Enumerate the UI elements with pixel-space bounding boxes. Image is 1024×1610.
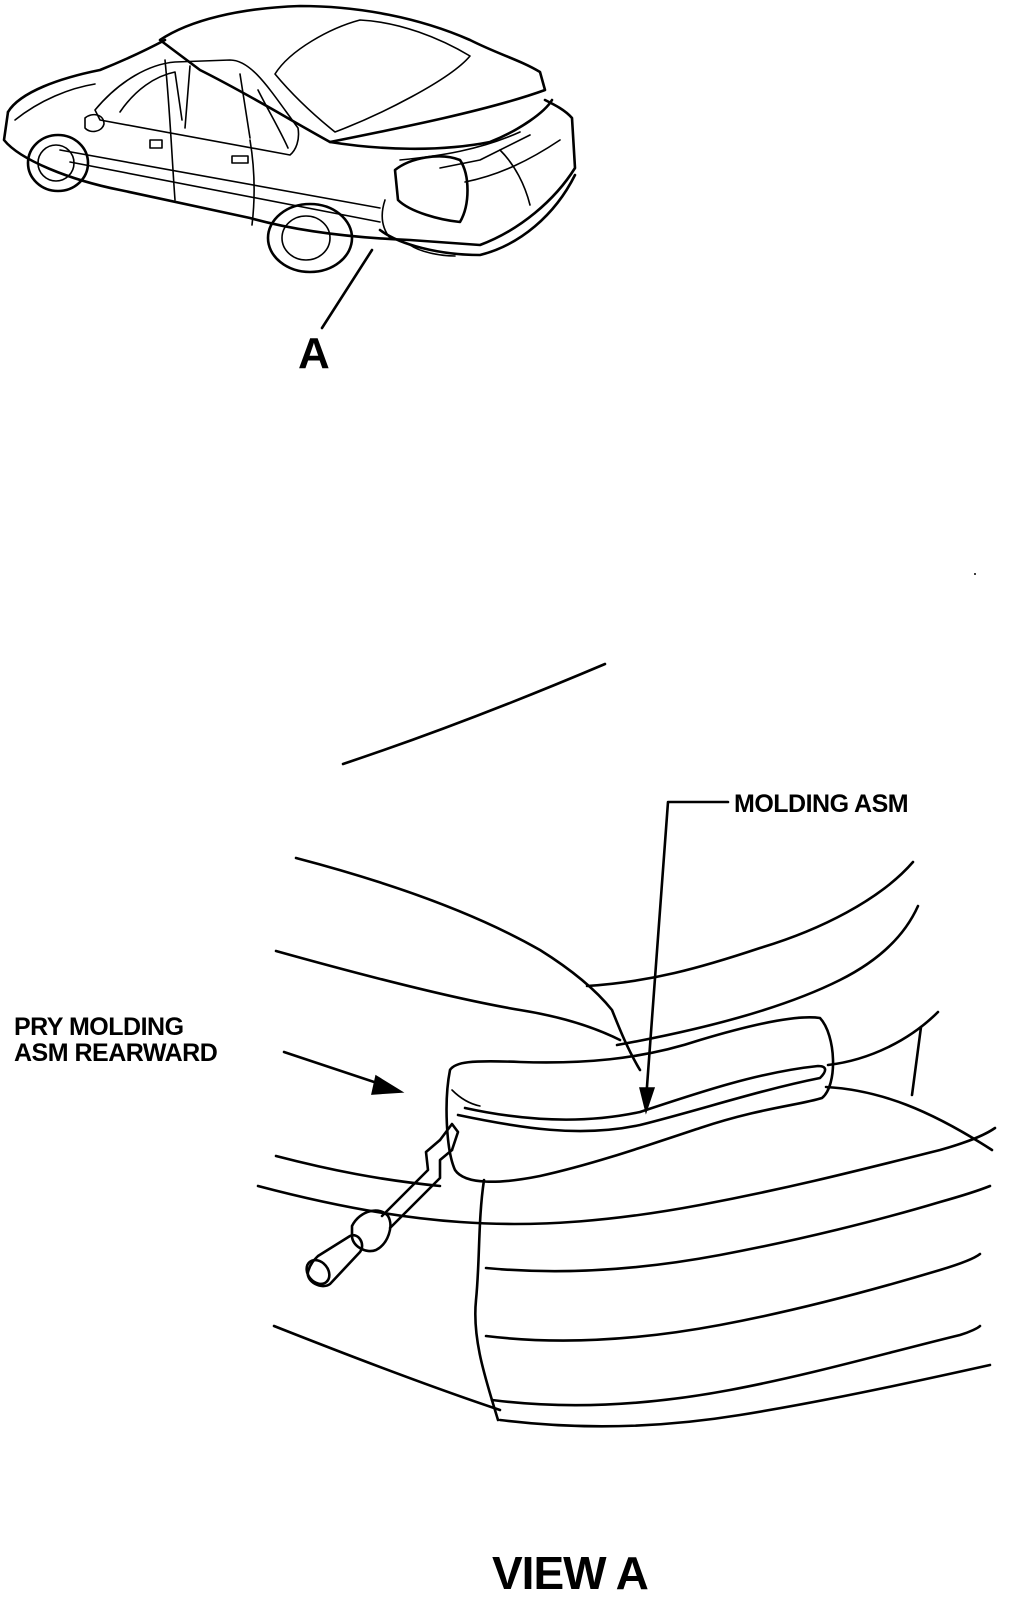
bumper-line-3 bbox=[484, 1184, 992, 1273]
bumper-line-5 bbox=[490, 1324, 982, 1407]
bumper-line-2 bbox=[256, 1126, 997, 1226]
pry-arrow-shaft bbox=[282, 1050, 388, 1088]
callout-a-label: A bbox=[298, 329, 330, 378]
quarter-line-1 bbox=[294, 856, 642, 1072]
callout-leader bbox=[320, 248, 374, 330]
car-overview bbox=[2, 4, 577, 330]
car-trunk bbox=[328, 98, 554, 151]
pry-instruction-label: PRY MOLDING ASM REARWARD bbox=[14, 1013, 218, 1067]
pry-arrowhead bbox=[371, 1074, 405, 1095]
car-side-windows bbox=[94, 59, 300, 156]
car-tail-lamp bbox=[393, 155, 469, 224]
molding-asm bbox=[445, 1016, 835, 1183]
car-roof bbox=[158, 4, 547, 144]
bumper-line-4 bbox=[484, 1252, 982, 1342]
quarter-line-5 bbox=[826, 1010, 940, 1067]
molding-asm-label: MOLDING ASM bbox=[734, 790, 909, 818]
molding-leader bbox=[644, 800, 730, 1102]
car-rear-window bbox=[274, 19, 471, 133]
molding-inner-groove bbox=[456, 1064, 827, 1133]
quarter-line-4 bbox=[615, 904, 920, 1047]
pry-instruction-line-2: ASM REARWARD bbox=[14, 1039, 218, 1067]
body-line-right bbox=[824, 1085, 994, 1152]
bumper-line-6 bbox=[272, 1324, 502, 1412]
view-title: VIEW A bbox=[492, 1547, 649, 1599]
bumper-line-7 bbox=[498, 1363, 992, 1428]
car-front bbox=[6, 38, 167, 114]
trunk-edge-curve bbox=[341, 662, 607, 766]
quarter-line-2 bbox=[274, 949, 622, 1042]
bumper-line-1 bbox=[274, 1154, 442, 1188]
pry-instruction-line-1: PRY MOLDING bbox=[14, 1013, 184, 1041]
quarter-line-3 bbox=[585, 860, 915, 988]
car-bumper bbox=[378, 173, 577, 257]
fender-seam bbox=[474, 1178, 500, 1422]
speck bbox=[974, 573, 976, 575]
view-a-detail bbox=[256, 662, 997, 1428]
car-body-side bbox=[2, 98, 577, 247]
pry-tool bbox=[305, 1122, 460, 1288]
molding-arrowhead bbox=[639, 1087, 656, 1115]
